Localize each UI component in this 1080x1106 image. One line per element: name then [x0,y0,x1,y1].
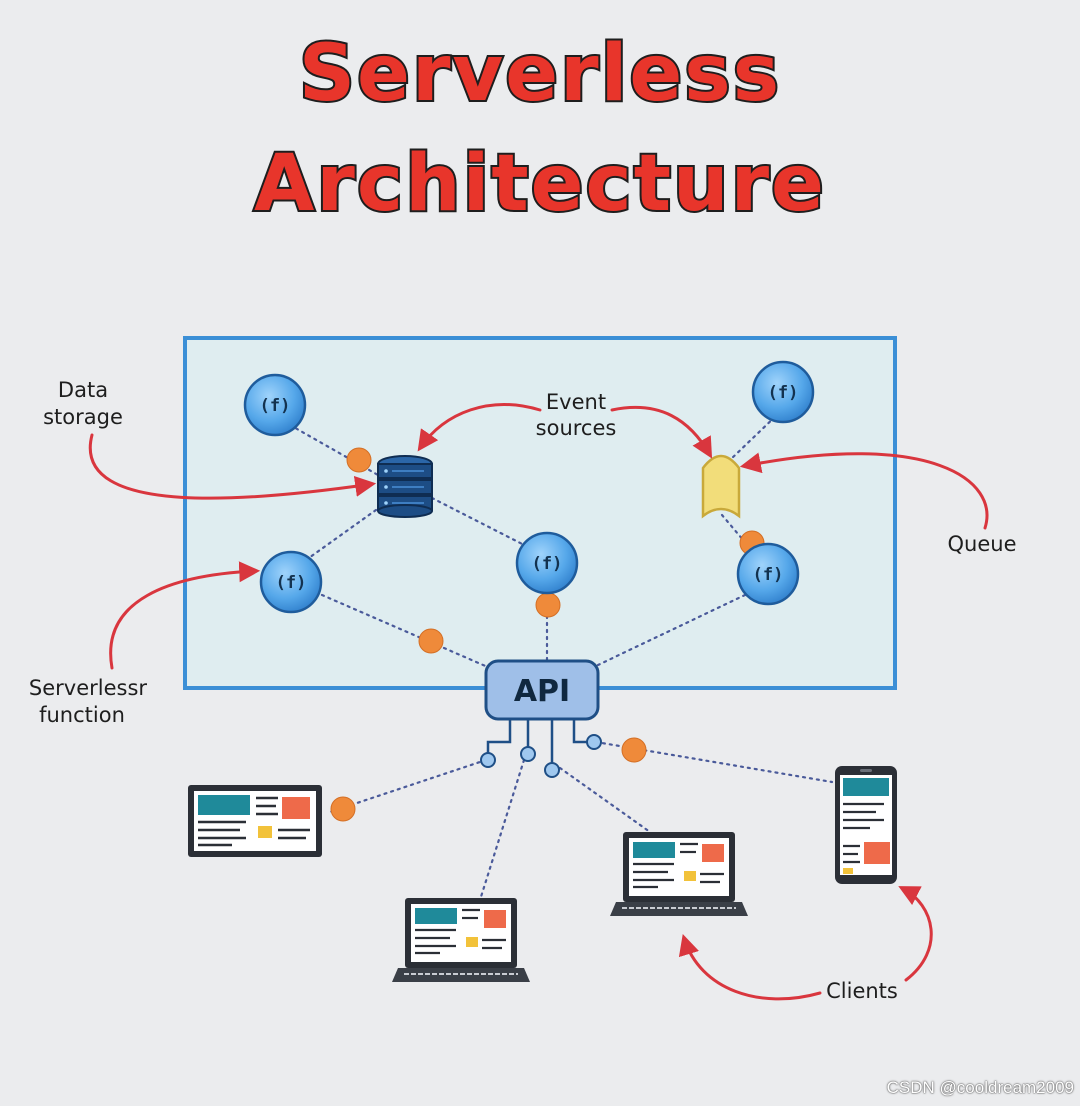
line-fn3-db [304,498,392,562]
connector-dot [418,628,444,654]
client-phone [835,766,897,884]
label-serverless-function-line1: Serverlessr [29,676,148,700]
line-api-client1 [328,758,488,814]
function-symbol: (f) [753,565,784,585]
watermark: CSDN @cooldream2009 [886,1078,1074,1097]
connector-dot [535,592,561,618]
label-event-sources-line2: sources [536,416,617,440]
label-clients: Clients [826,979,898,1003]
arrow-queue [739,452,989,530]
arrow-data-storage [88,433,377,500]
api-label: API [514,674,570,709]
database-icon [377,455,433,518]
connector-dot [621,737,647,763]
function-node-5: (f) [736,542,800,606]
client-laptop-1 [392,898,530,982]
title-line-1: Serverless [299,29,781,119]
api-gateway: API [480,659,602,778]
line-fn3-api [320,593,492,670]
label-event-sources-line1: Event [546,390,606,414]
client-desktop-monitor [188,785,322,857]
arrow-clients-laptop [678,933,822,1001]
line-api-client4 [594,740,834,784]
function-node-2: (f) [751,360,815,424]
title-line-2: Architecture [254,139,826,229]
line-fn2-queue [728,410,782,462]
function-symbol: (f) [276,573,307,593]
queue-icon [701,454,741,519]
function-symbol: (f) [260,396,291,416]
arrow-clients-phone [898,886,933,982]
arrow-event-sources-queue [610,405,713,459]
label-queue: Queue [948,532,1017,556]
function-node-1: (f) [243,373,307,437]
label-serverless-function-line2: function [39,703,125,727]
arrow-event-sources-db [417,403,542,452]
client-laptop-2 [610,832,748,916]
function-node-3: (f) [259,550,323,614]
line-db-fn4 [430,496,532,550]
line-fn5-api [596,593,747,667]
line-api-client3 [558,766,652,834]
connector-dots [330,447,765,822]
function-node-4: (f) [515,531,579,595]
annotation-arrows [88,403,989,1001]
function-symbol: (f) [768,383,799,403]
function-symbol: (f) [532,554,563,574]
arrow-serverless-function [109,561,261,670]
connector-dot [330,796,356,822]
connector-dot [346,447,372,473]
line-api-client2 [478,758,526,902]
label-data-storage-line1: Data [58,378,108,402]
label-data-storage-line2: storage [43,405,123,429]
